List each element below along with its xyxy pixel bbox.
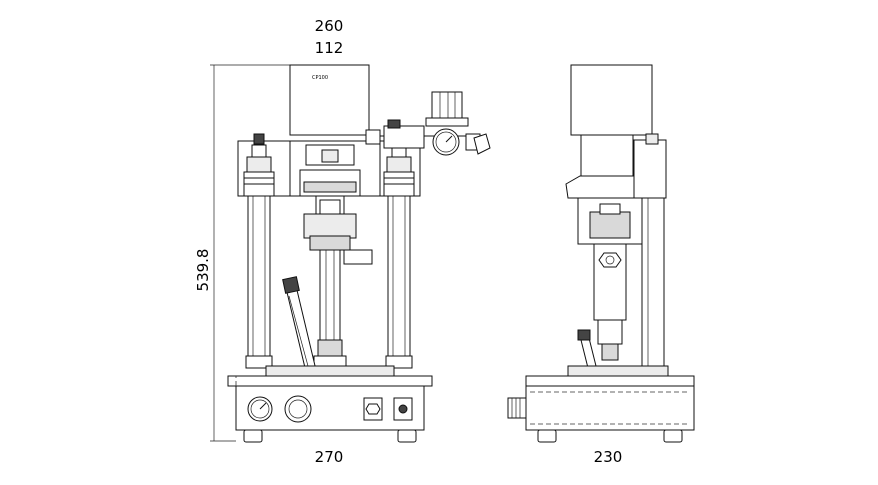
- model-label: CP100: [312, 75, 328, 81]
- dim-front-base-width: 270: [315, 448, 344, 466]
- side-base-box: [507, 375, 695, 443]
- side-hex-nut-icon: [598, 252, 622, 268]
- front-right-column: [383, 133, 415, 369]
- hex-nut-icon: [365, 403, 381, 415]
- side-head: [565, 133, 667, 199]
- front-left-column: [243, 133, 275, 369]
- dim-side-base-width: 230: [594, 448, 623, 466]
- front-lever-handle: [282, 276, 317, 373]
- front-base-plate: [265, 365, 395, 377]
- side-column: [641, 197, 665, 371]
- side-press-body: [577, 197, 643, 361]
- height-dimension-line: [210, 64, 290, 442]
- side-top-box: [570, 64, 653, 136]
- front-top-box: [289, 64, 370, 136]
- dim-top-inner-width: 112: [315, 39, 344, 57]
- toggle-switch-icon: [398, 404, 408, 414]
- front-press-mechanism: [299, 144, 373, 367]
- air-regulator-assembly: [365, 91, 491, 156]
- dim-height: 539.8: [194, 249, 212, 292]
- dim-top-width: 260: [315, 17, 344, 35]
- side-view: [507, 64, 695, 443]
- front-control-box: [227, 375, 433, 443]
- side-lever-handle: [577, 329, 597, 369]
- front-view: CP100: [227, 64, 491, 443]
